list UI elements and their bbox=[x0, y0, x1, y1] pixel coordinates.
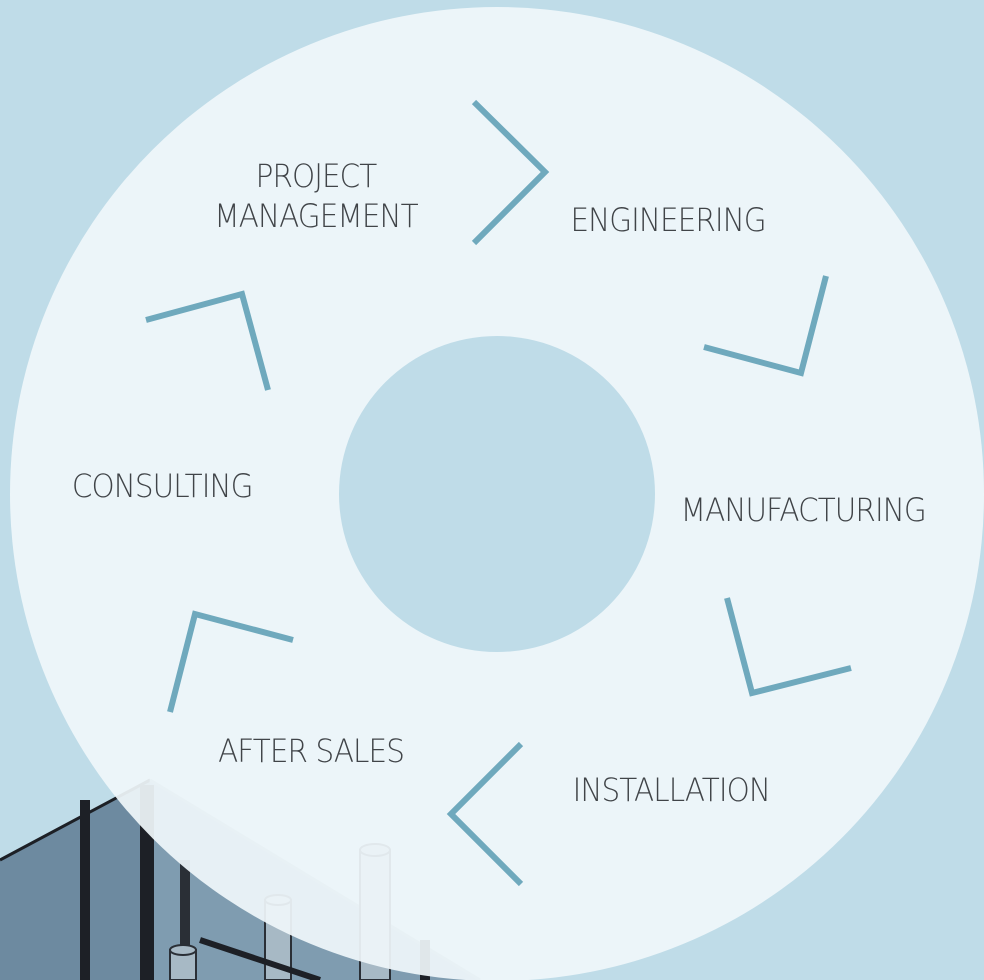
arrow-chevron-icon bbox=[145, 290, 271, 391]
arrow-chevron-icon bbox=[471, 99, 550, 246]
step-label-consulting: CONSULTING bbox=[71, 467, 254, 505]
step-label-after-sales: AFTER SALES bbox=[218, 732, 405, 770]
step-label-line: PROJECT bbox=[255, 157, 378, 195]
step-label-engineering: ENGINEERING bbox=[570, 201, 766, 239]
step-label-line: MANAGEMENT bbox=[214, 197, 418, 235]
arrow-chevron-icon bbox=[724, 597, 852, 697]
center-hub bbox=[339, 336, 655, 652]
step-label-project-management: PROJECT MANAGEMENT bbox=[196, 156, 435, 236]
step-label-manufacturing: MANUFACTURING bbox=[680, 491, 927, 529]
arrow-chevron-icon bbox=[703, 275, 829, 377]
arrow-chevron-icon bbox=[446, 741, 524, 887]
step-label-installation: INSTALLATION bbox=[572, 771, 771, 809]
arrow-chevron-icon bbox=[167, 610, 294, 713]
